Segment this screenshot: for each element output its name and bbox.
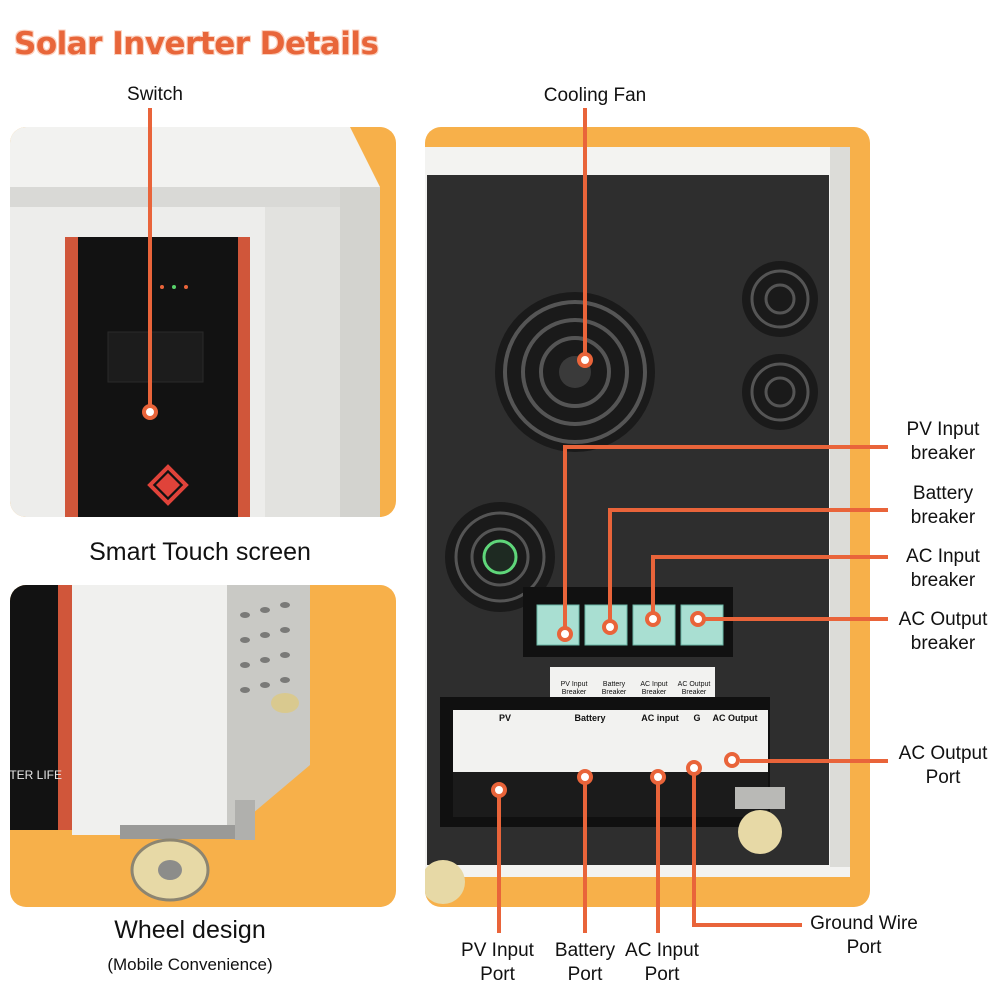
ac-output-breaker-dot	[690, 611, 706, 627]
wheel-view-panel: TTER LIFE	[10, 585, 396, 907]
ac-input-breaker-line-h	[651, 555, 888, 559]
terminal-ac-output-header: AC Output	[712, 713, 758, 723]
battery-breaker-line-h	[608, 508, 888, 512]
battery-port-dot	[577, 769, 593, 785]
cooling-fan-label: Cooling Fan	[543, 85, 647, 106]
ac-input-breaker-line-v	[651, 555, 655, 617]
pv-input-breaker-line-v	[563, 445, 567, 630]
rear-view-illustration	[425, 147, 850, 904]
ground-wire-port-line-v	[692, 775, 696, 927]
terminal-ground-header: G	[693, 713, 701, 723]
pv-input-breaker-line-h	[563, 445, 888, 449]
brand-text: TTER LIFE	[10, 768, 63, 782]
terminal-pv-header: PV	[498, 713, 511, 723]
pv-input-port-dot	[491, 782, 507, 798]
cooling-fan-callout-line	[583, 108, 587, 356]
wheel-view-illustration	[10, 585, 310, 902]
ac-input-breaker-dot	[645, 611, 661, 627]
switch-label: Switch	[127, 84, 183, 105]
battery-breaker-line-v	[608, 508, 612, 624]
terminal-battery-header: Battery	[574, 713, 606, 723]
ac-output-breaker-line-h	[700, 617, 888, 621]
smart-touch-screen-caption: Smart Touch screen	[89, 538, 311, 566]
switch-callout-line	[148, 108, 152, 406]
ac-output-port-dot	[724, 752, 740, 768]
ac-output-port-line-h	[740, 759, 888, 763]
cooling-fan-callout-dot	[577, 352, 593, 368]
switch-callout-dot	[142, 404, 158, 420]
battery-port-line	[583, 782, 587, 933]
ground-wire-port-dot	[686, 760, 702, 776]
pv-input-breaker-dot	[557, 626, 573, 642]
wheel-design-caption: Wheel design	[114, 916, 266, 944]
front-view-illustration	[10, 127, 380, 517]
front-view-panel	[10, 127, 396, 517]
mobile-convenience-caption: (Mobile Convenience)	[107, 955, 273, 974]
terminal-ac-input-header: AC input	[641, 713, 679, 723]
ac-input-port-dot	[650, 769, 666, 785]
page-title: Solar Inverter Details	[14, 26, 379, 62]
pv-input-port-line	[497, 795, 501, 933]
ac-input-port-line	[656, 782, 660, 933]
ground-wire-port-line-h	[692, 923, 802, 927]
battery-breaker-dot	[602, 619, 618, 635]
